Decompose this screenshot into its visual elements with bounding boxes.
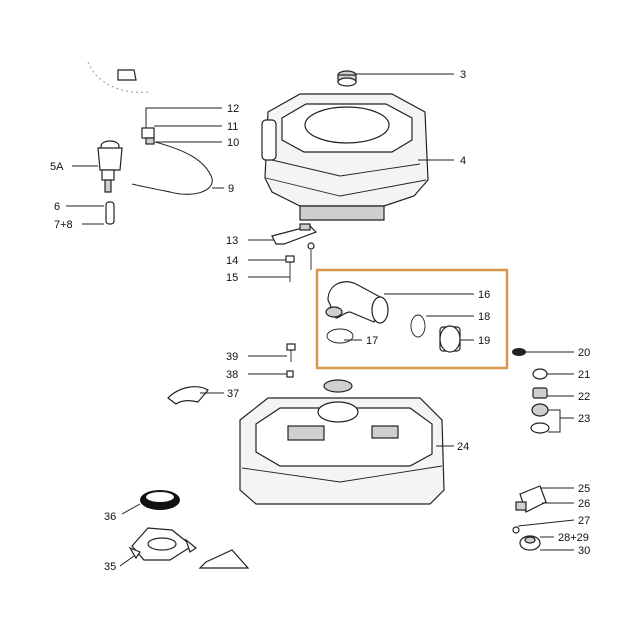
upper-tank-4 <box>261 93 429 221</box>
bracket-13 <box>271 223 318 245</box>
label-15: 15 <box>226 272 238 284</box>
clip-fragment <box>117 69 137 81</box>
nut-19 <box>439 325 461 353</box>
label-12: 12 <box>227 103 239 115</box>
cover-37 <box>167 386 209 405</box>
label-28-29: 28+29 <box>558 532 589 544</box>
screw-14 <box>285 242 315 282</box>
label-26: 26 <box>578 498 590 510</box>
label-38: 38 <box>226 369 238 381</box>
leader-lines <box>66 73 575 567</box>
label-20: 20 <box>578 347 590 359</box>
label-19: 19 <box>478 335 490 347</box>
label-14: 14 <box>226 255 238 267</box>
label-35: 35 <box>104 561 116 573</box>
label-13: 13 <box>226 235 238 247</box>
label-18: 18 <box>478 311 490 323</box>
label-16: 16 <box>478 289 490 301</box>
cap-21 <box>532 368 548 380</box>
ring-20 <box>512 348 526 356</box>
seal-23 <box>531 403 549 417</box>
o-ring-17 <box>326 328 354 344</box>
label-10: 10 <box>227 137 239 149</box>
label-24: 24 <box>457 441 469 453</box>
fitting-12-11-10 <box>141 127 155 145</box>
label-30: 30 <box>578 545 590 557</box>
label-9: 9 <box>228 183 234 195</box>
label-37: 37 <box>227 388 239 400</box>
highlight-box <box>315 268 509 370</box>
label-21: 21 <box>578 369 590 381</box>
label-39: 39 <box>226 351 238 363</box>
pin-6 <box>105 201 115 225</box>
label-3: 3 <box>460 69 466 81</box>
dotted-circle-arc <box>87 61 151 93</box>
holder-35 <box>128 527 198 561</box>
hose-9 <box>131 141 213 195</box>
cover-plate-fragment <box>198 549 250 569</box>
label-23: 23 <box>578 413 590 425</box>
label-11: 11 <box>227 121 238 133</box>
label-5a: 5A <box>50 161 64 173</box>
pump-5a <box>97 140 123 193</box>
label-25: 25 <box>578 483 590 495</box>
cap-23b <box>530 422 550 434</box>
pin-27 <box>512 526 520 534</box>
lower-tank-24 <box>239 379 445 505</box>
o-ring-18 <box>410 314 426 338</box>
label-36: 36 <box>104 511 116 523</box>
label-6: 6 <box>54 201 60 213</box>
ring-22 <box>532 387 548 399</box>
part-labels: 3 12 11 10 5A 4 9 6 7+8 13 14 15 16 18 1… <box>50 69 590 573</box>
latch-25-26 <box>515 485 547 513</box>
label-7-8: 7+8 <box>54 219 73 231</box>
label-4: 4 <box>460 155 466 167</box>
label-27: 27 <box>578 515 590 527</box>
cap-3 <box>337 70 357 87</box>
screw-39 <box>286 343 296 362</box>
ring-36 <box>140 490 180 510</box>
washer-38 <box>286 370 294 378</box>
elbow-pipe-16 <box>325 281 389 324</box>
knob-28-30 <box>519 535 541 551</box>
label-17: 17 <box>366 335 378 347</box>
label-22: 22 <box>578 391 590 403</box>
